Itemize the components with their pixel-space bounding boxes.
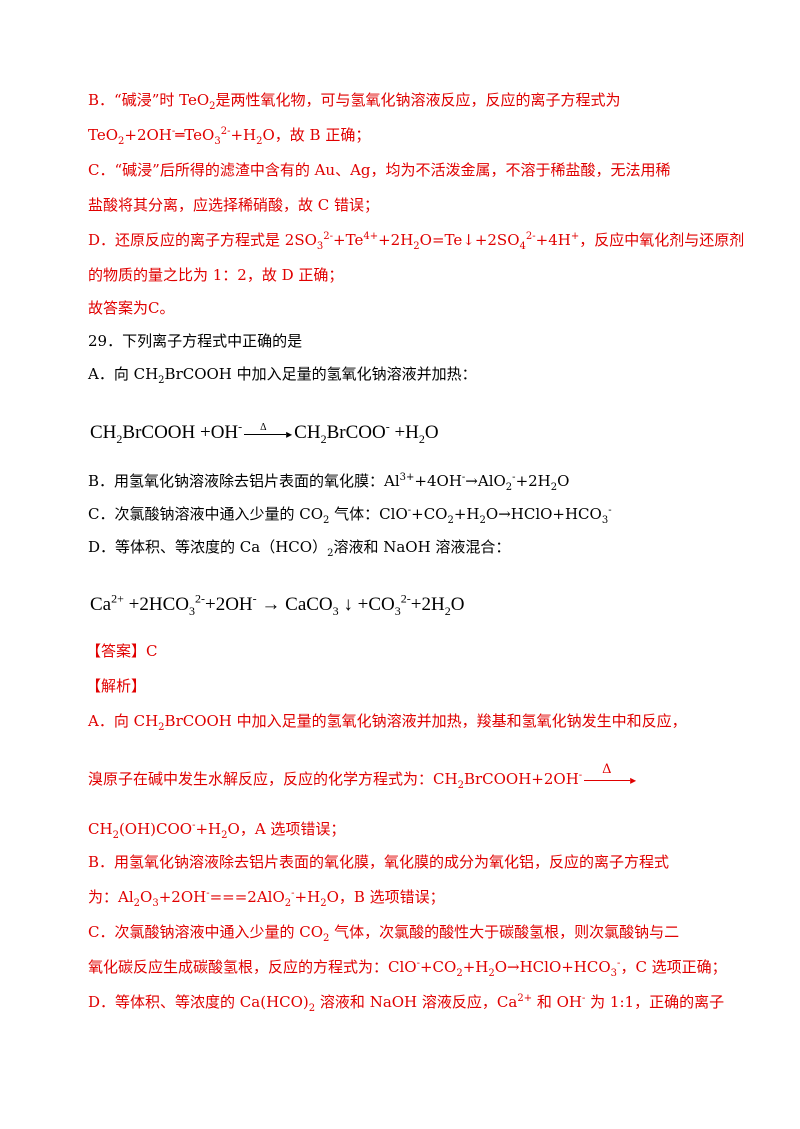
solution-b-line1: B．“碱浸”时 TeO2是两性氧化物，可与氢氧化钠溶液反应，反应的离子方程式为 — [88, 91, 621, 112]
analysis-c-line2: 氧化碳反应生成碳酸氢根，反应的方程式为：ClO-+CO2+H2O→HClO+HC… — [88, 958, 727, 979]
equation-d: Ca2+ +2HCO32-+2OH- → CaCO3 ↓ +CO32-+2H2O — [90, 591, 465, 618]
option-a: A．向 CH2BrCOOH 中加入足量的氢氧化钠溶液并加热： — [88, 365, 477, 386]
answer-line: 【答案】C — [86, 642, 158, 660]
analysis-a-line2: 溴原子在碱中发生水解反应，反应的化学方程式为：CH2BrCOOH+2OH-Δ▸ — [88, 762, 637, 791]
question-29-stem: 29．下列离子方程式中正确的是 — [88, 332, 303, 350]
analysis-a-line3: CH2(OH)COO-+H2O，A 选项错误； — [88, 820, 346, 841]
conclusion-line: 故答案为C。 — [88, 299, 175, 317]
solution-c-line2: 盐酸将其分离，应选择稀硝酸，故 C 错误； — [88, 196, 380, 214]
option-d: D．等体积、等浓度的 Ca（HCO）2溶液和 NaOH 溶液混合： — [88, 538, 511, 559]
analysis-b-line1: B．用氢氧化钠溶液除去铝片表面的氧化膜，氧化膜的成分为氧化铝，反应的离子方程式 — [88, 853, 670, 871]
analysis-b-line2: 为：Al2O3+2OH-===2AlO2-+H2O，B 选项错误； — [88, 888, 445, 909]
analysis-a-line1: A．向 CH2BrCOOH 中加入足量的氢氧化钠溶液并加热，羧基和氢氧化钠发生中… — [88, 712, 687, 733]
solution-c-line1: C．“碱浸”后所得的滤渣中含有的 Au、Ag，均为不活泼金属，不溶于稀盐酸，无法… — [88, 161, 671, 179]
solution-b-line2: TeO2+2OH-═TeO32-+H2O，故 B 正确； — [88, 126, 371, 147]
heat-arrow-icon: Δ▸ — [244, 422, 292, 441]
option-b: B．用氢氧化钠溶液除去铝片表面的氧化膜：Al3++4OH-→AlO2-+2H2O — [88, 472, 570, 493]
option-c: C．次氯酸钠溶液中通入少量的 CO2 气体：ClO-+CO2+H2O→HClO+… — [88, 505, 612, 526]
analysis-label: 【解析】 — [86, 677, 147, 695]
solution-d-line2: 的物质的量之比为 1：2，故 D 正确； — [88, 266, 344, 284]
analysis-c-line1: C．次氯酸钠溶液中通入少量的 CO2 气体，次氯酸的酸性大于碳酸氢根，则次氯酸钠… — [88, 923, 680, 944]
analysis-d-line1: D．等体积、等浓度的 Ca(HCO)2 溶液和 NaOH 溶液反应，Ca2+ 和… — [88, 993, 725, 1014]
solution-d-line1: D．还原反应的离子方程式是 2SO32-+Te4++2H2O=Te↓+2SO42… — [88, 231, 745, 252]
heat-arrow-icon: Δ▸ — [584, 762, 636, 787]
equation-a: CH2BrCOOH +OH-Δ▸CH2BrCOO- +H2O — [90, 419, 439, 446]
